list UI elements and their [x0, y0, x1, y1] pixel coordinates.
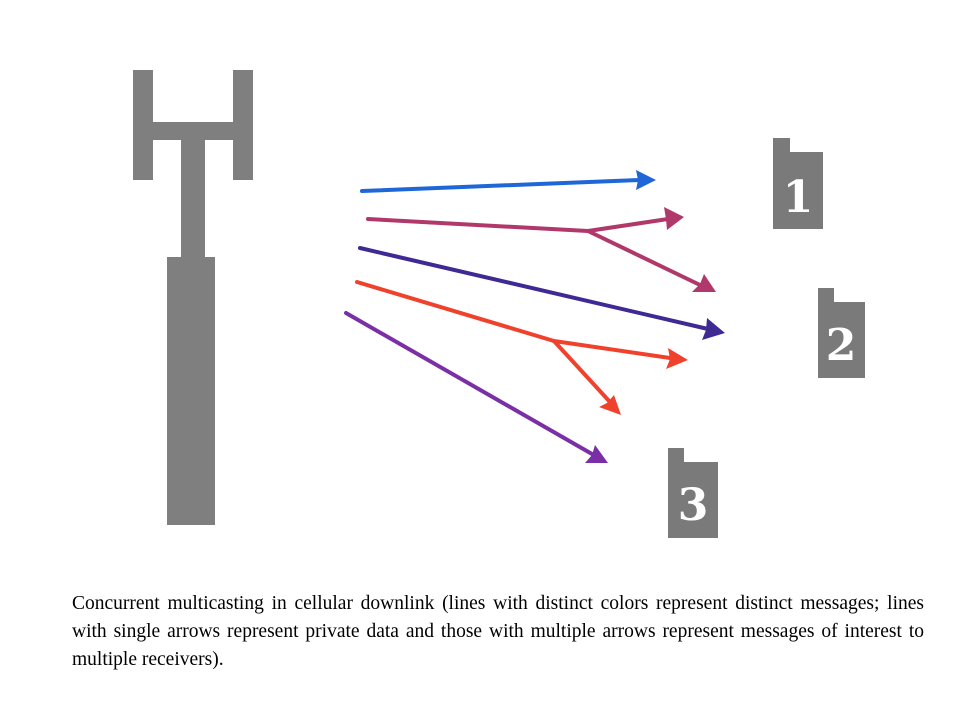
device-2-icon: 2	[818, 288, 865, 378]
multicast-diagram: 1 2 3	[133, 70, 865, 538]
message-magenta-arrow	[366, 207, 716, 292]
device-1-label: 1	[783, 172, 814, 223]
device-1-icon: 1	[773, 138, 823, 229]
device-2-label: 2	[826, 320, 857, 371]
message-arrows	[344, 170, 725, 463]
device-3-label: 3	[678, 480, 709, 531]
message-red-arrow	[355, 280, 688, 415]
message-indigo-arrow	[358, 246, 725, 340]
figure-caption: Concurrent multicasting in cellular down…	[72, 593, 924, 670]
message-blue-arrow	[360, 170, 656, 193]
device-3-icon: 3	[668, 448, 718, 538]
message-purple-arrow	[344, 311, 608, 463]
cell-tower-icon	[133, 70, 253, 525]
